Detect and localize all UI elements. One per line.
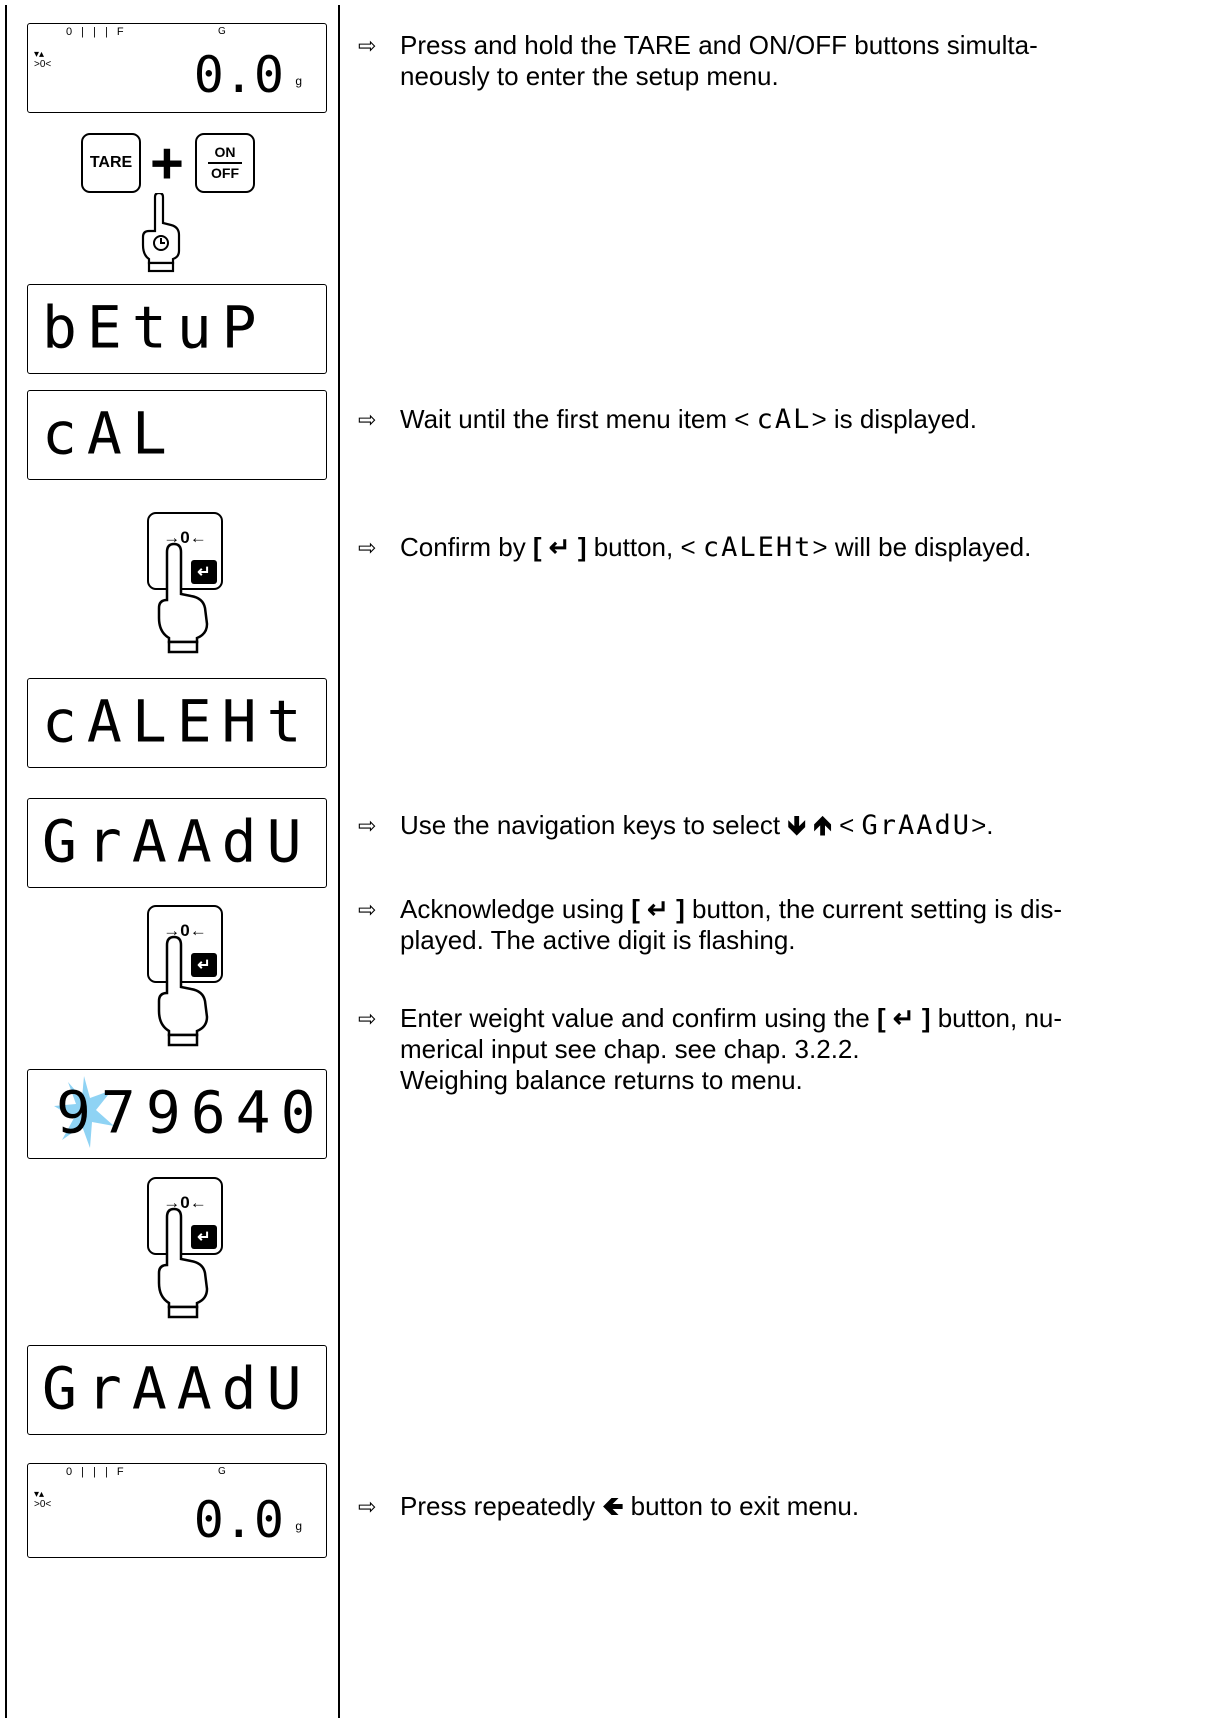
press-hold-finger-icon (141, 193, 181, 273)
bullet-arrow-icon: ⇨ (358, 1494, 377, 1519)
illustration-column: 0 | | | F G ▾▴>0< 0.0 g TARE + ON OFF bE… (5, 5, 340, 1718)
zero-enter-key-press-1: →0← ↵ (137, 512, 237, 657)
step-text-line-2: neously to enter the setup menu. (400, 61, 779, 91)
bullet-arrow-icon: ⇨ (358, 407, 377, 432)
lcd-display-cal: cAL (27, 390, 327, 480)
flashing-digit-icon (54, 1076, 114, 1148)
lcd-display-value: 979640 (27, 1069, 327, 1159)
instruction-step-3: ⇨ Confirm by [ ↵ ] button, < cALEHt> wil… (358, 532, 1218, 563)
instruction-step-1: ⇨ Press and hold the TARE and ON/OFF but… (358, 30, 1218, 92)
on-off-key[interactable]: ON OFF (195, 133, 255, 193)
zero-key-label: →0← (163, 528, 207, 547)
enter-icon: ↵ (191, 1225, 217, 1249)
lcd-display-setup: bEtuP (27, 284, 327, 374)
step-text: Press repeatedly 🡸 button to exit menu. (400, 1491, 860, 1521)
zero-key-label: →0← (163, 1193, 207, 1212)
lcd-text-cal: cAL (42, 399, 177, 468)
segment-code: cALEHt (702, 532, 813, 563)
pointing-finger-icon (157, 542, 209, 654)
instruction-step-7: ⇨ Press repeatedly 🡸 button to exit menu… (358, 1491, 1218, 1522)
enter-icon: ↵ (191, 953, 217, 977)
step-text-line-1: Press and hold the TARE and ON/OFF butto… (400, 30, 1038, 60)
step-text-line-3: Weighing balance returns to menu. (400, 1065, 803, 1095)
lcd-text-calext: cALEHt (42, 687, 312, 756)
instruction-step-6: ⇨ Enter weight value and confirm using t… (358, 1003, 1218, 1096)
zero-enter-key-press-3: →0← ↵ (137, 1177, 237, 1322)
bullet-arrow-icon: ⇨ (358, 897, 377, 922)
instruction-step-2: ⇨ Wait until the first menu item < cAL> … (358, 404, 1218, 435)
capacity-bars-indicator: 0 | | | F (66, 1466, 127, 1478)
tare-key[interactable]: TARE (81, 133, 141, 193)
step-text-line-1: Enter weight value and confirm using the… (400, 1003, 1063, 1033)
left-arrow-icon: 🡸 (602, 1491, 624, 1521)
weight-unit: g (295, 74, 302, 88)
lcd-text-gradu-after: GrAAdU (42, 1354, 312, 1423)
instruction-step-5: ⇨ Acknowledge using [ ↵ ] button, the cu… (358, 894, 1218, 956)
instruction-step-4: ⇨ Use the navigation keys to select 🡻 🡹 … (358, 810, 1218, 841)
weight-unit: g (295, 1519, 302, 1533)
bullet-arrow-icon: ⇨ (358, 33, 377, 58)
lcd-display-gradu: GrAAdU (27, 798, 327, 888)
bullet-arrow-icon: ⇨ (358, 535, 377, 560)
tare-key-label: TARE (89, 154, 133, 171)
plus-sign: + (150, 131, 184, 196)
gross-indicator: G (218, 26, 226, 37)
weight-value: 0.0 (193, 46, 284, 104)
step-text: Wait until the first menu item < cAL> is… (400, 404, 977, 435)
lcd-display-gradu-after: GrAAdU (27, 1345, 327, 1435)
pointing-finger-icon (157, 935, 209, 1047)
zero-enter-key[interactable]: →0← ↵ (147, 1177, 223, 1255)
lcd-display-calext: cALEHt (27, 678, 327, 768)
zero-enter-key[interactable]: →0← ↵ (147, 905, 223, 983)
capacity-bars-indicator: 0 | | | F (66, 26, 127, 38)
enter-key-reference: [ ↵ ] (631, 894, 685, 924)
stability-zero-indicator: ▾▴>0< (34, 1489, 52, 1510)
step-text: Use the navigation keys to select 🡻 🡹 < … (400, 810, 994, 841)
step-text-line-1: Acknowledge using [ ↵ ] button, the curr… (400, 894, 1063, 924)
on-label: ON (214, 144, 236, 160)
segment-code: GrAAdU (861, 810, 972, 841)
enter-key-reference: [ ↵ ] (532, 532, 587, 562)
zero-enter-key[interactable]: →0← ↵ (147, 512, 223, 590)
down-up-arrow-icons: 🡻 🡹 (787, 810, 832, 840)
bullet-arrow-icon: ⇨ (358, 1006, 377, 1031)
pointing-finger-icon (157, 1207, 209, 1319)
lcd-text-value: 979640 (56, 1078, 326, 1147)
lcd-text-setup: bEtuP (42, 293, 267, 362)
stability-zero-indicator: ▾▴>0< (34, 49, 52, 70)
weight-value: 0.0 (193, 1491, 284, 1549)
lcd-text-gradu: GrAAdU (42, 807, 312, 876)
step-text-line-2: played. The active digit is flashing. (400, 925, 796, 955)
bullet-arrow-icon: ⇨ (358, 813, 377, 838)
step-text-line-2: merical input see chap. see chap. 3.2.2. (400, 1034, 860, 1064)
gross-indicator: G (218, 1466, 226, 1477)
step-text: Confirm by [ ↵ ] button, < cALEHt> will … (400, 532, 1032, 563)
off-label: OFF (211, 165, 239, 181)
segment-code: cAL (756, 404, 812, 435)
lcd-display-initial: 0 | | | F G ▾▴>0< 0.0 g (27, 23, 327, 113)
lcd-display-final: 0 | | | F G ▾▴>0< 0.0 g (27, 1463, 327, 1558)
on-off-divider (208, 162, 242, 164)
zero-key-label: →0← (163, 921, 207, 940)
zero-enter-key-press-2: →0← ↵ (137, 905, 237, 1050)
enter-key-reference: [ ↵ ] (876, 1003, 931, 1033)
enter-icon: ↵ (191, 560, 217, 584)
